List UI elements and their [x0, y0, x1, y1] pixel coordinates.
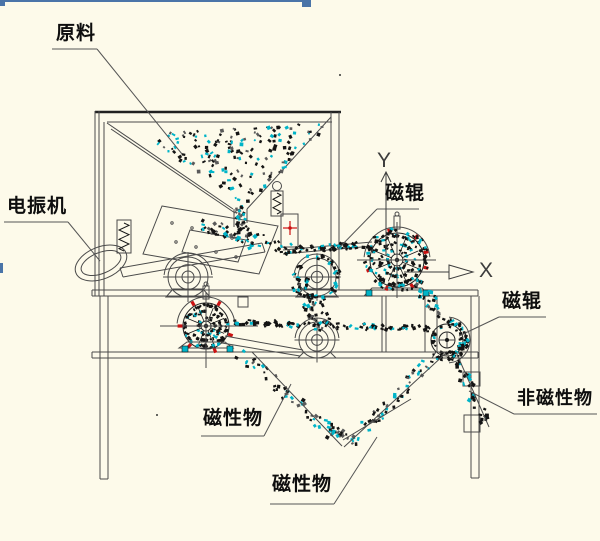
label-magnetic-roller-right: 磁辊: [502, 291, 543, 312]
label-magnetic-roller-top: 磁辊: [385, 183, 426, 204]
label-magnetic-material-2: 磁性物: [272, 474, 333, 495]
label-non-magnetic-material: 非磁性物: [517, 388, 593, 408]
label-raw-material: 原料: [56, 23, 97, 44]
label-vibrating-feeder: 电振机: [7, 196, 68, 217]
label-magnetic-material-1: 磁性物: [203, 408, 264, 429]
label-axis-x: X: [479, 259, 494, 282]
label-axis-y: Y: [377, 149, 392, 172]
